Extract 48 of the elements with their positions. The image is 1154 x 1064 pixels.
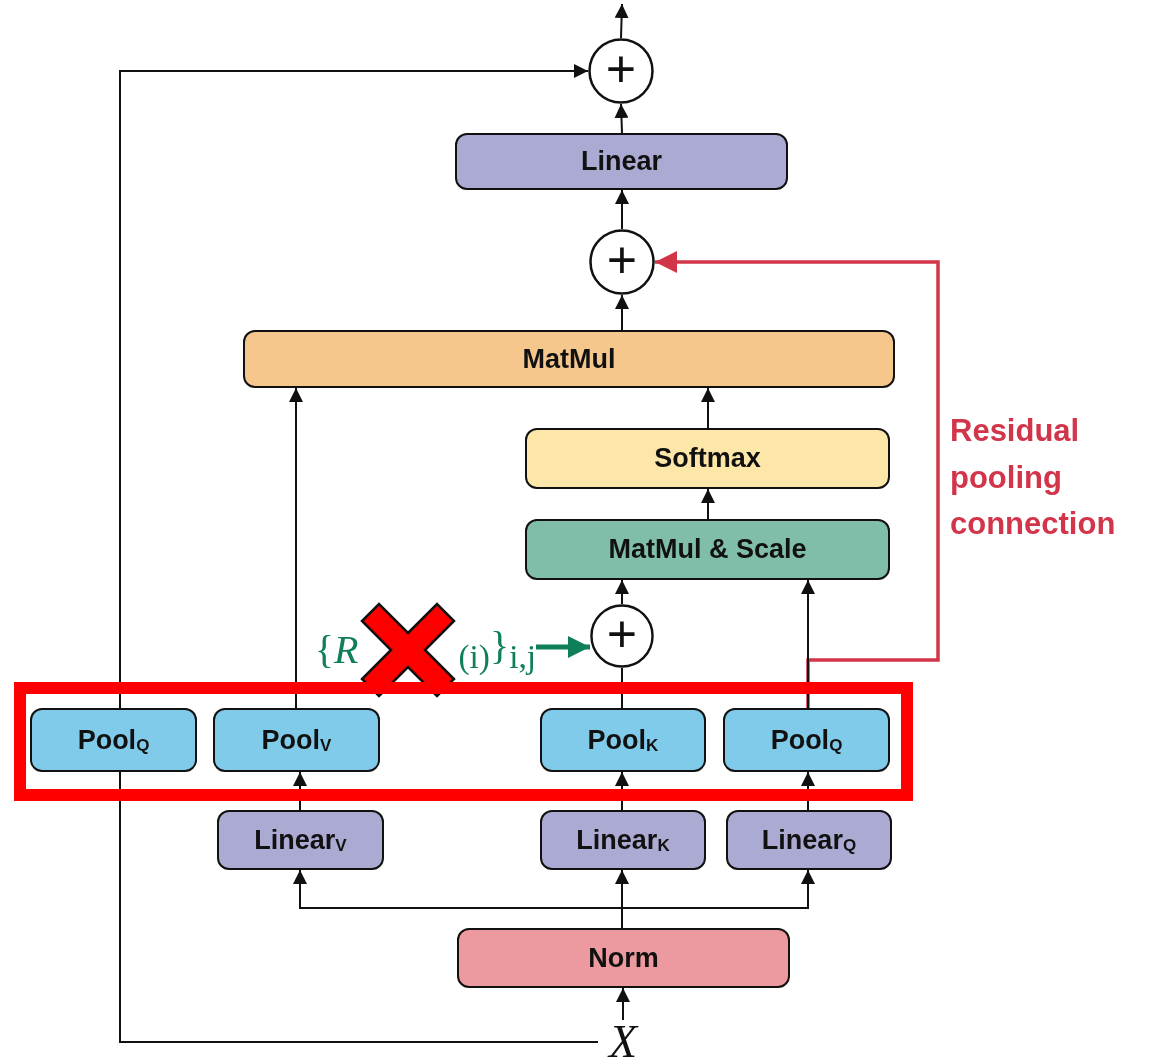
math-label: $_{(i)}$}$_{i,j}$ (458, 626, 536, 674)
arrow (616, 987, 630, 1021)
arrow (615, 189, 629, 230)
box-label: Pool$_{Q}$ (77, 726, 150, 754)
box-label: Pool$_{V}$ (261, 726, 332, 754)
arrow (801, 579, 815, 709)
process-box (217, 810, 384, 870)
arrow (614, 103, 629, 134)
arrow (615, 294, 629, 331)
process-box (540, 708, 706, 772)
arrow (615, 771, 629, 811)
box-label: MatMul (522, 345, 616, 373)
plus-sign: + (606, 607, 638, 660)
plus-sign: + (606, 233, 638, 286)
arrow (615, 579, 629, 605)
box-label: Pool$_{Q}$ (770, 726, 843, 754)
process-box (525, 428, 890, 489)
arrow (614, 3, 629, 39)
input-variable: X (608, 1019, 638, 1064)
highlight-frame (14, 682, 913, 801)
arrow (293, 771, 307, 811)
process-box (540, 810, 706, 870)
process-box (723, 708, 890, 772)
box-label: MatMul & Scale (608, 536, 807, 563)
process-box (726, 810, 892, 870)
process-box (243, 330, 895, 388)
plus-sign: + (605, 42, 637, 95)
arrow (701, 488, 715, 520)
process-box (213, 708, 380, 772)
math-label: {R (314, 630, 359, 670)
connector-line (119, 771, 599, 1043)
arrow (701, 387, 715, 429)
arrow (536, 636, 590, 658)
arrow (801, 771, 815, 811)
box-label: Pool$_{K}$ (587, 726, 659, 754)
arrow (119, 64, 589, 709)
box-label: Linear$_{K}$ (576, 826, 670, 854)
arrow (655, 251, 940, 708)
box-label: Linear$_{V}$ (254, 826, 347, 854)
box-label: Norm (588, 944, 659, 972)
box-label: Linear$_{Q}$ (761, 826, 857, 854)
process-box (455, 133, 788, 190)
arrow (289, 387, 303, 709)
process-box (457, 928, 790, 988)
process-box (30, 708, 197, 772)
process-box (525, 519, 890, 580)
box-label: Linear (581, 148, 662, 175)
box-label: Softmax (654, 445, 761, 472)
